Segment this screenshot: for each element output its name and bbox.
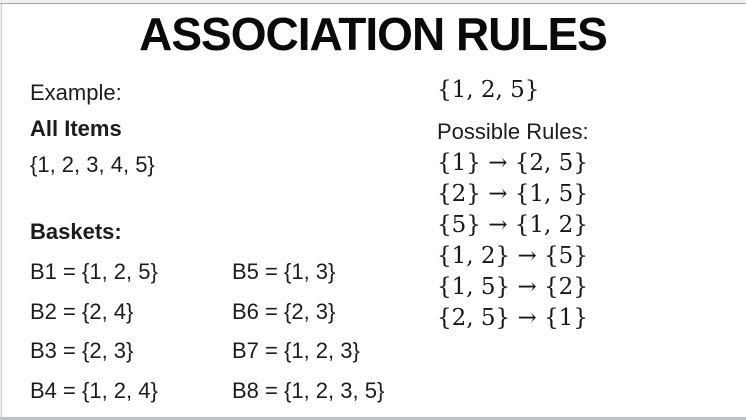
rule-row: {1, 2} → {5}: [437, 243, 588, 269]
basket-row: B6 = {2, 3}: [232, 298, 336, 324]
possible-rules-heading: Possible Rules:: [437, 119, 589, 144]
frame-top-border: [0, 0, 746, 4]
basket-row: B1 = {1, 2, 5}: [30, 259, 158, 284]
all-items-set: {1, 2, 3, 4, 5}: [30, 152, 155, 177]
rule-row: {1} → {2, 5}: [437, 150, 588, 176]
basket-row: B8 = {1, 2, 3, 5}: [232, 377, 385, 403]
basket-row: B2 = {2, 4}: [30, 298, 134, 324]
baskets-grid: B1 = {1, 2, 5} B2 = {2, 4} B3 = {2, 3} B…: [30, 252, 384, 410]
rules-list: {1} → {2, 5} {2} → {1, 5} {5} → {1, 2} {…: [437, 148, 588, 334]
basket-row: B5 = {1, 3}: [232, 259, 336, 284]
baskets-heading: Baskets:: [30, 219, 122, 244]
rule-row: {2, 5} → {1}: [437, 305, 588, 331]
basket-row: B3 = {2, 3}: [30, 338, 134, 363]
rule-row: {1, 5} → {2}: [437, 274, 588, 300]
basket-row: B7 = {1, 2, 3}: [232, 338, 360, 363]
rule-example-set: {1, 2, 5}: [437, 77, 540, 103]
frame-left-border: [0, 4, 2, 417]
basket-row: B4 = {1, 2, 4}: [30, 377, 158, 403]
example-label: Example:: [30, 80, 122, 105]
rule-row: {2} → {1, 5}: [437, 181, 588, 207]
all-items-heading: All Items: [30, 116, 122, 141]
rule-row: {5} → {1, 2}: [437, 212, 588, 238]
frame-bottom-bar: [0, 417, 746, 420]
slide-title: ASSOCIATION RULES: [139, 8, 608, 60]
